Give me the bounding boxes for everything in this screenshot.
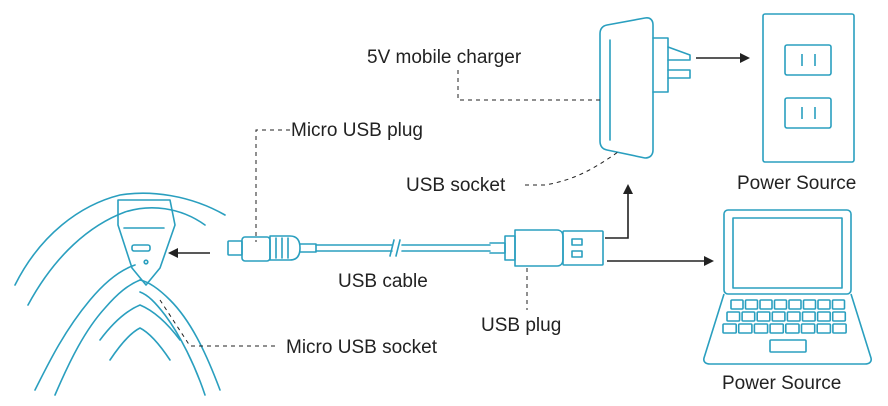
laptop-key — [831, 311, 847, 322]
laptop-key — [753, 323, 769, 334]
laptop-key — [800, 323, 816, 334]
laptop-key — [730, 299, 744, 310]
arrows — [168, 53, 750, 266]
laptop-key — [816, 311, 831, 322]
laptop-key — [802, 299, 817, 310]
laptop-key — [769, 323, 785, 334]
leader-mobile-charger — [457, 70, 600, 101]
leader-usb-socket — [525, 151, 619, 186]
label-micro-usb-socket: Micro USB socket — [286, 337, 437, 358]
arrow-to-charger — [605, 184, 633, 239]
laptop-key — [741, 311, 756, 322]
laptop-key — [788, 299, 802, 310]
leader-lines — [159, 70, 619, 347]
wall-outlet-illustration — [762, 13, 855, 163]
laptop-key — [817, 299, 831, 310]
leader-micro-usb-plug — [255, 129, 290, 242]
laptop-key — [759, 299, 773, 310]
leader-micro-usb-socket — [159, 299, 275, 347]
label-usb-cable: USB cable — [338, 271, 428, 292]
device-illustration — [14, 192, 226, 396]
laptop-key — [831, 299, 846, 310]
laptop-keyboard — [722, 299, 847, 334]
label-power-source-outlet: Power Source — [737, 173, 857, 194]
laptop-key — [756, 311, 771, 322]
mobile-charger-illustration — [599, 17, 691, 159]
laptop-key — [786, 311, 801, 322]
laptop-illustration — [703, 209, 872, 365]
laptop-key — [773, 299, 788, 310]
laptop-key — [737, 323, 753, 334]
label-power-source-laptop: Power Source — [722, 373, 842, 394]
laptop-key — [801, 311, 816, 322]
laptop-key — [832, 323, 847, 334]
label-micro-usb-plug: Micro USB plug — [291, 120, 423, 141]
label-mobile-charger: 5V mobile charger — [367, 47, 522, 68]
usb-cable-assembly — [227, 229, 604, 267]
label-usb-plug: USB plug — [481, 315, 562, 336]
label-usb-socket: USB socket — [406, 175, 506, 196]
laptop-key — [744, 299, 759, 310]
laptop-key — [722, 323, 737, 334]
laptop-key — [726, 311, 741, 322]
laptop-key — [771, 311, 786, 322]
laptop-key — [784, 323, 800, 334]
laptop-key — [816, 323, 832, 334]
